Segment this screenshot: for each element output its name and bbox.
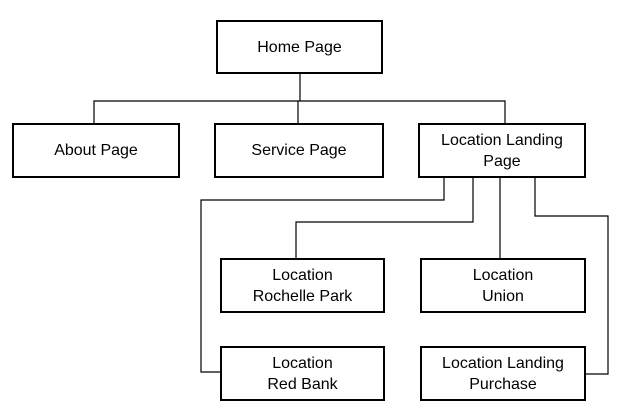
node-location-rochelle-park[interactable]: Location Rochelle Park: [220, 258, 385, 313]
node-label: Location Rochelle Park: [252, 266, 353, 305]
node-label: Location Union: [472, 266, 534, 305]
node-label: Location Landing Page: [441, 131, 563, 170]
node-label: Location Landing Purchase: [442, 354, 564, 393]
node-label: Service Page: [251, 142, 347, 159]
node-label: Location Red Bank: [267, 354, 338, 393]
node-service-page[interactable]: Service Page: [214, 123, 384, 178]
node-label: Home Page: [257, 38, 342, 56]
node-location-landing-page[interactable]: Location Landing Page: [418, 123, 586, 178]
node-label: About Page: [54, 142, 138, 159]
node-location-red-bank[interactable]: Location Red Bank: [220, 346, 385, 401]
node-about-page[interactable]: About Page: [12, 123, 180, 178]
connector-to-landing-purchase: [534, 178, 609, 375]
node-location-union[interactable]: Location Union: [420, 258, 586, 313]
connector-to-red-bank: [200, 178, 445, 373]
connector-to-rochelle-park: [295, 178, 474, 258]
node-location-landing-purchase[interactable]: Location Landing Purchase: [420, 346, 586, 401]
connector-home-to-children: [93, 74, 506, 123]
node-home-page[interactable]: Home Page: [216, 20, 383, 74]
